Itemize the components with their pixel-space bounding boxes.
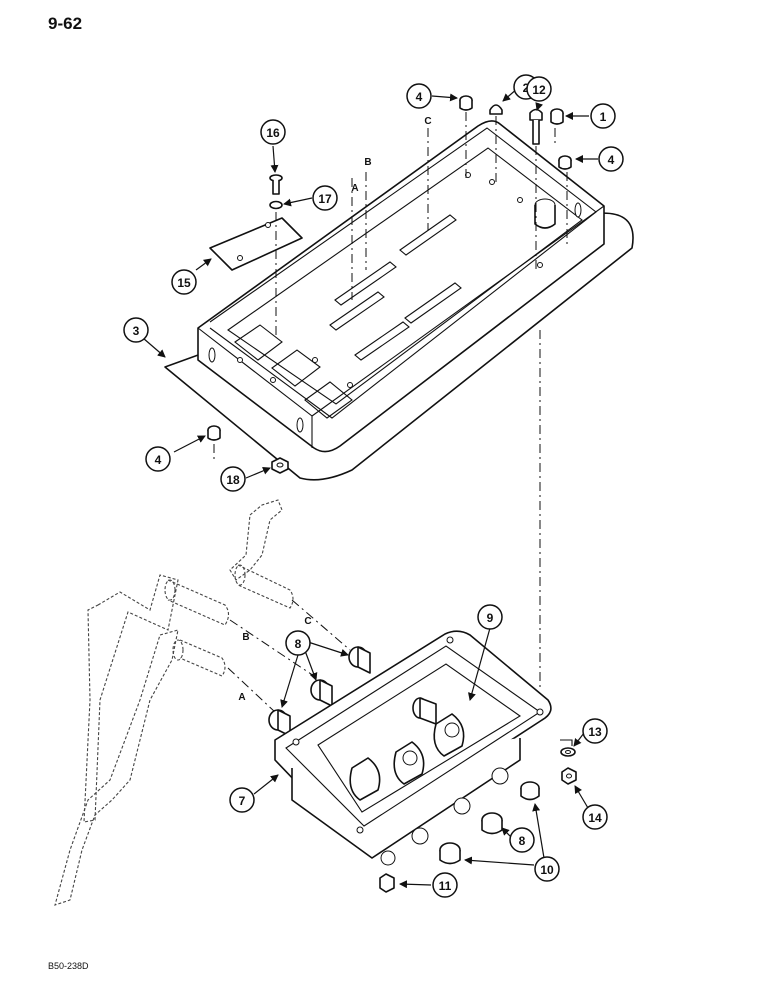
svg-text:4: 4 — [608, 153, 615, 167]
bolt-12 — [529, 108, 543, 145]
floor-opening-square — [234, 324, 283, 361]
page-number: 9-62 — [48, 14, 83, 33]
callout-3: 3 — [123, 317, 149, 343]
callout-11: 11 — [432, 872, 458, 898]
callout-1: 1 — [590, 103, 616, 129]
callout-16: 16 — [260, 119, 286, 145]
plug-4-left — [207, 425, 221, 441]
callout-10: 10 — [534, 856, 560, 882]
callout-8: 8 — [509, 827, 535, 853]
alignment-letter-a-lower: A — [238, 692, 245, 703]
alignment-letter-c-lower: C — [304, 616, 311, 627]
callout-4: 4 — [145, 446, 171, 472]
svg-text:15: 15 — [177, 276, 191, 290]
svg-text:8: 8 — [519, 834, 526, 848]
svg-text:4: 4 — [416, 90, 423, 104]
svg-text:3: 3 — [133, 324, 140, 338]
screw-16 — [269, 174, 283, 210]
svg-text:10: 10 — [540, 863, 554, 877]
fitting-11 — [379, 873, 395, 893]
callout-4: 4 — [598, 146, 624, 172]
lever-slot-b2 — [404, 282, 462, 324]
bushing-8-side — [481, 812, 503, 835]
callout-9: 9 — [477, 604, 503, 630]
callout-14: 14 — [582, 804, 608, 830]
console-plate — [164, 120, 634, 481]
svg-text:4: 4 — [155, 453, 162, 467]
svg-text:1: 1 — [600, 110, 607, 124]
svg-text:18: 18 — [226, 473, 240, 487]
lever-slot-c — [399, 214, 457, 256]
callout-4: 4 — [406, 83, 432, 109]
leader-lines — [135, 87, 598, 889]
floor-opening-square — [304, 381, 353, 419]
svg-text:2: 2 — [523, 81, 530, 95]
callout-17: 17 — [312, 185, 338, 211]
alignment-letter-b-lower: B — [242, 632, 249, 643]
control-levers-phantom — [54, 499, 294, 906]
lever-slot-a2 — [329, 291, 385, 331]
callout-12: 12 — [526, 76, 552, 102]
plug-4-right — [558, 155, 572, 170]
callout-8: 8 — [285, 630, 311, 656]
plug-2 — [489, 104, 503, 115]
bushing-8 — [268, 709, 291, 737]
callout-15: 15 — [171, 269, 197, 295]
bushing-8 — [348, 646, 371, 674]
plug-10 — [520, 781, 540, 801]
svg-text:7: 7 — [239, 794, 246, 808]
cover-plate — [209, 217, 303, 271]
callout-13: 13 — [582, 718, 608, 744]
plug-4-top — [459, 95, 473, 111]
svg-text:14: 14 — [588, 811, 602, 825]
alignment-letter-a: A — [351, 183, 358, 194]
svg-text:17: 17 — [318, 192, 332, 206]
svg-text:9: 9 — [487, 611, 494, 625]
nut-14 — [561, 767, 577, 785]
svg-text:11: 11 — [439, 879, 452, 893]
alignment-letter-b: B — [364, 157, 371, 168]
lever-slot-a — [334, 261, 397, 306]
alignment-letter-c: C — [424, 116, 431, 127]
svg-text:13: 13 — [588, 725, 602, 739]
plug-10 — [439, 842, 461, 865]
nut-18 — [271, 457, 289, 474]
callout-7: 7 — [229, 787, 255, 813]
svg-text:16: 16 — [266, 126, 280, 140]
svg-text:8: 8 — [295, 637, 302, 651]
svg-text:12: 12 — [532, 83, 546, 97]
base-housing — [274, 630, 552, 866]
plug-1 — [550, 108, 564, 125]
washer-13 — [560, 747, 576, 757]
floor-opening-square — [271, 349, 321, 387]
washer-17 — [269, 200, 283, 210]
bushing-8 — [310, 679, 333, 707]
callout-18: 18 — [220, 466, 246, 492]
lever-slot-b — [354, 321, 410, 361]
drawing-code: B50-238D — [48, 961, 89, 971]
